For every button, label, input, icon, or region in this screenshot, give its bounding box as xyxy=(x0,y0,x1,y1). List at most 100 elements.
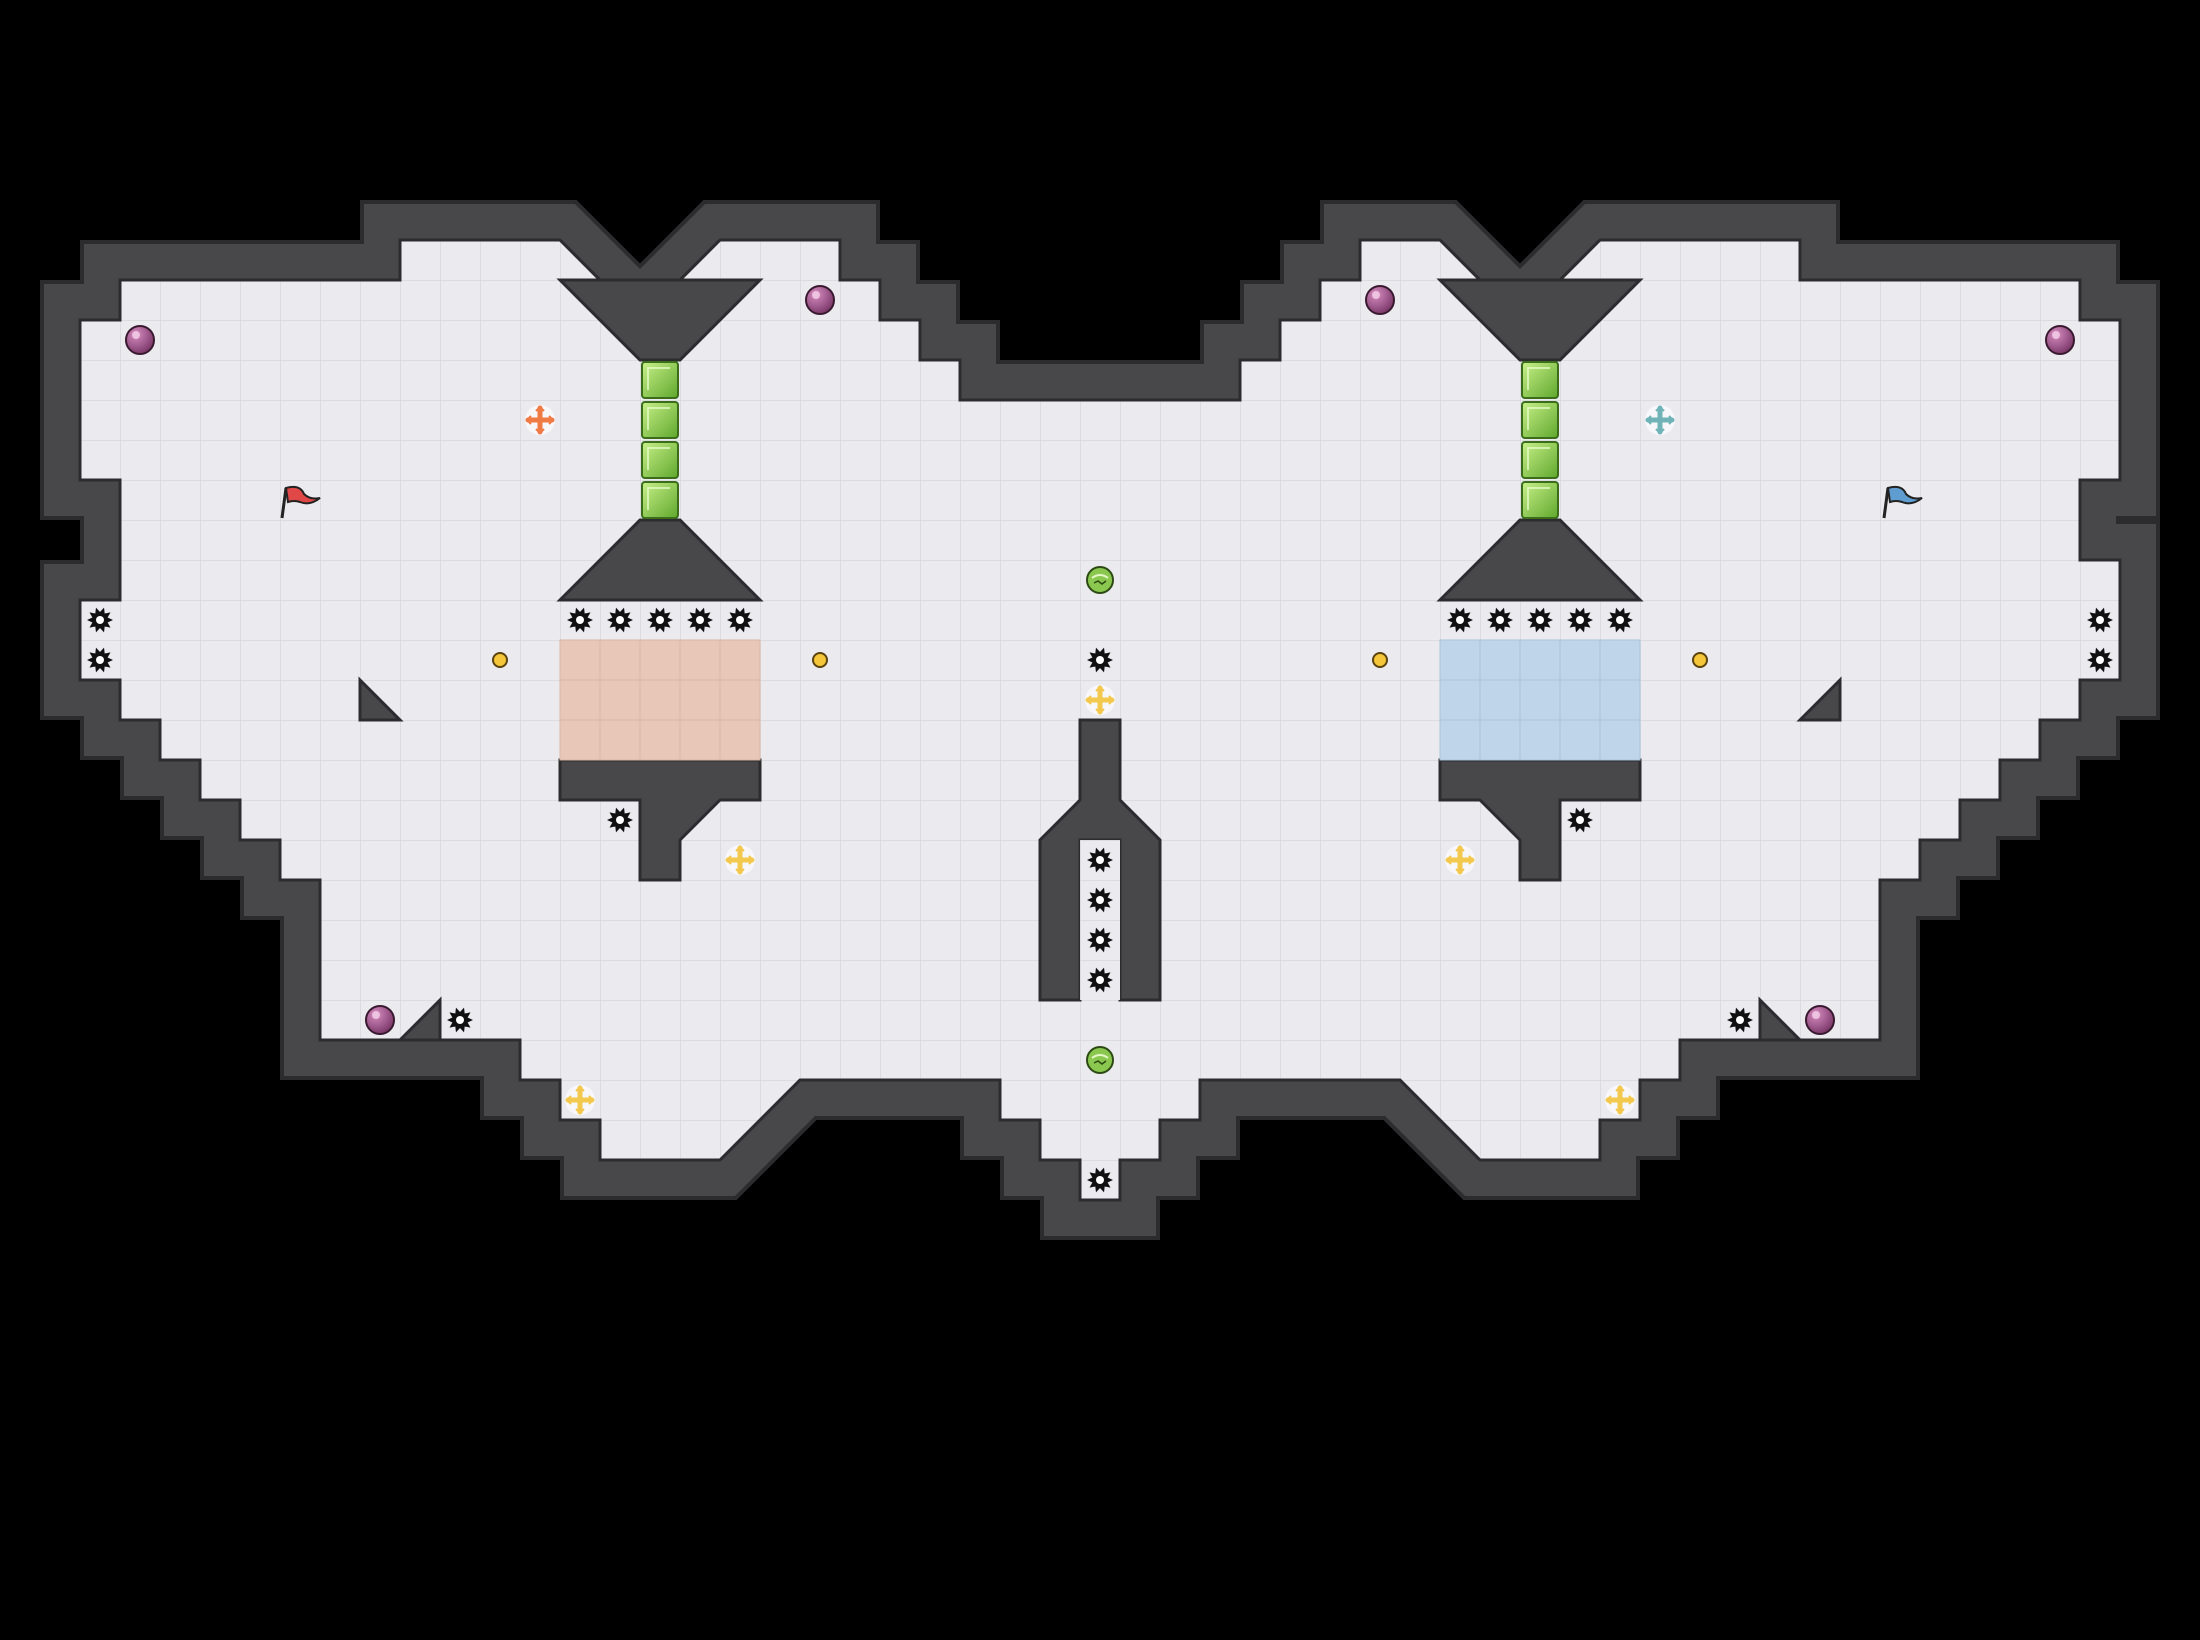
green-block-shine xyxy=(647,407,670,430)
plus-cross xyxy=(1085,685,1115,715)
spike-mine-icon xyxy=(647,607,673,633)
coin-body xyxy=(812,652,828,668)
spike-core xyxy=(1536,616,1544,624)
green-block-shine xyxy=(647,487,670,510)
spike-core xyxy=(736,616,744,624)
spike-mine-icon xyxy=(1727,1007,1753,1033)
orb-shine xyxy=(1812,1011,1820,1019)
ball-body xyxy=(1086,1046,1114,1074)
spike-mine-icon xyxy=(1087,927,1113,953)
spike-mine-icon xyxy=(1087,647,1113,673)
coin-body xyxy=(492,652,508,668)
purple-orb-icon xyxy=(2045,325,2075,355)
right-ramp xyxy=(1796,676,1842,722)
spike-core xyxy=(1456,616,1464,624)
green-block-icon xyxy=(641,361,679,399)
plus-cross xyxy=(525,405,555,435)
spike-core xyxy=(1096,656,1104,664)
purple-orb-icon xyxy=(125,325,155,355)
green-block-icon xyxy=(641,441,679,479)
plus-powerup-icon xyxy=(725,845,755,875)
ball-zigzag xyxy=(1093,580,1107,585)
spike-mine-icon xyxy=(1567,807,1593,833)
plus-arrows xyxy=(565,1085,595,1115)
purple-orb-icon xyxy=(365,1005,395,1035)
plus-arrows xyxy=(1605,1085,1635,1115)
green-ball-icon xyxy=(1086,566,1114,594)
green-ball-icon xyxy=(1086,1046,1114,1074)
spike-core xyxy=(2096,656,2104,664)
orb-body xyxy=(365,1005,395,1035)
spike-core xyxy=(1096,976,1104,984)
spike-mine-icon xyxy=(87,647,113,673)
right-bottom-ramp xyxy=(1758,996,1804,1042)
coin-icon xyxy=(812,652,828,668)
spike-core xyxy=(656,616,664,624)
purple-orb-icon xyxy=(1365,285,1395,315)
green-block-shine xyxy=(1527,447,1550,470)
spike-core xyxy=(1576,816,1584,824)
spike-mine-icon xyxy=(1087,847,1113,873)
ball-zigzag xyxy=(1093,1060,1107,1065)
plus-powerup-icon xyxy=(1085,685,1115,715)
plus-cross xyxy=(565,1085,595,1115)
spike-core xyxy=(616,616,624,624)
plus-cross xyxy=(1645,405,1675,435)
spike-core xyxy=(1496,616,1504,624)
green-block-body xyxy=(1521,401,1559,439)
spike-mine-icon xyxy=(1087,1167,1113,1193)
coin-body xyxy=(1692,652,1708,668)
plus-powerup-icon xyxy=(1645,405,1675,435)
orb-body xyxy=(125,325,155,355)
plus-cross xyxy=(1445,845,1475,875)
ball-stripe xyxy=(1091,1054,1109,1059)
left-lower-triangle xyxy=(556,518,764,602)
orb-body xyxy=(805,285,835,315)
left-t-platform xyxy=(558,758,762,882)
green-block-icon xyxy=(1521,441,1559,479)
green-block-shine xyxy=(1527,407,1550,430)
spike-core xyxy=(96,616,104,624)
orb-shine xyxy=(132,331,140,339)
orb-shine xyxy=(1372,291,1380,299)
spike-core xyxy=(1096,856,1104,864)
orb-body xyxy=(1805,1005,1835,1035)
green-block-shine xyxy=(1527,367,1550,390)
left-bottom-ramp xyxy=(396,996,442,1042)
spike-mine-icon xyxy=(2087,607,2113,633)
plus-arrows xyxy=(1085,685,1115,715)
green-block-body xyxy=(641,361,679,399)
right-top-funnel xyxy=(1436,278,1644,362)
spike-mine-icon xyxy=(687,607,713,633)
green-block-body xyxy=(641,441,679,479)
plus-powerup-icon xyxy=(565,1085,595,1115)
plus-cross xyxy=(1605,1085,1635,1115)
spike-core xyxy=(616,816,624,824)
spike-mine-icon xyxy=(727,607,753,633)
spike-mine-icon xyxy=(1527,607,1553,633)
spike-core xyxy=(1096,936,1104,944)
green-block-shine xyxy=(647,447,670,470)
ball-body xyxy=(1086,566,1114,594)
flag-pole xyxy=(280,487,288,519)
spike-mine-icon xyxy=(447,1007,473,1033)
red-zone xyxy=(559,639,761,761)
right-t-platform xyxy=(1438,758,1642,882)
purple-orb-icon xyxy=(805,285,835,315)
green-block-icon xyxy=(1521,361,1559,399)
spike-mine-icon xyxy=(607,807,633,833)
spike-mine-icon xyxy=(87,607,113,633)
left-top-funnel xyxy=(556,278,764,362)
spike-mine-icon xyxy=(1447,607,1473,633)
plus-arrows xyxy=(1645,405,1675,435)
green-block-icon xyxy=(1521,401,1559,439)
green-block-body xyxy=(1521,481,1559,519)
blue-zone xyxy=(1439,639,1641,761)
flag-icon xyxy=(1882,485,1923,519)
spike-mine-icon xyxy=(1087,967,1113,993)
left-ramp xyxy=(358,676,404,722)
spike-core xyxy=(456,1016,464,1024)
purple-orb-icon xyxy=(1805,1005,1835,1035)
